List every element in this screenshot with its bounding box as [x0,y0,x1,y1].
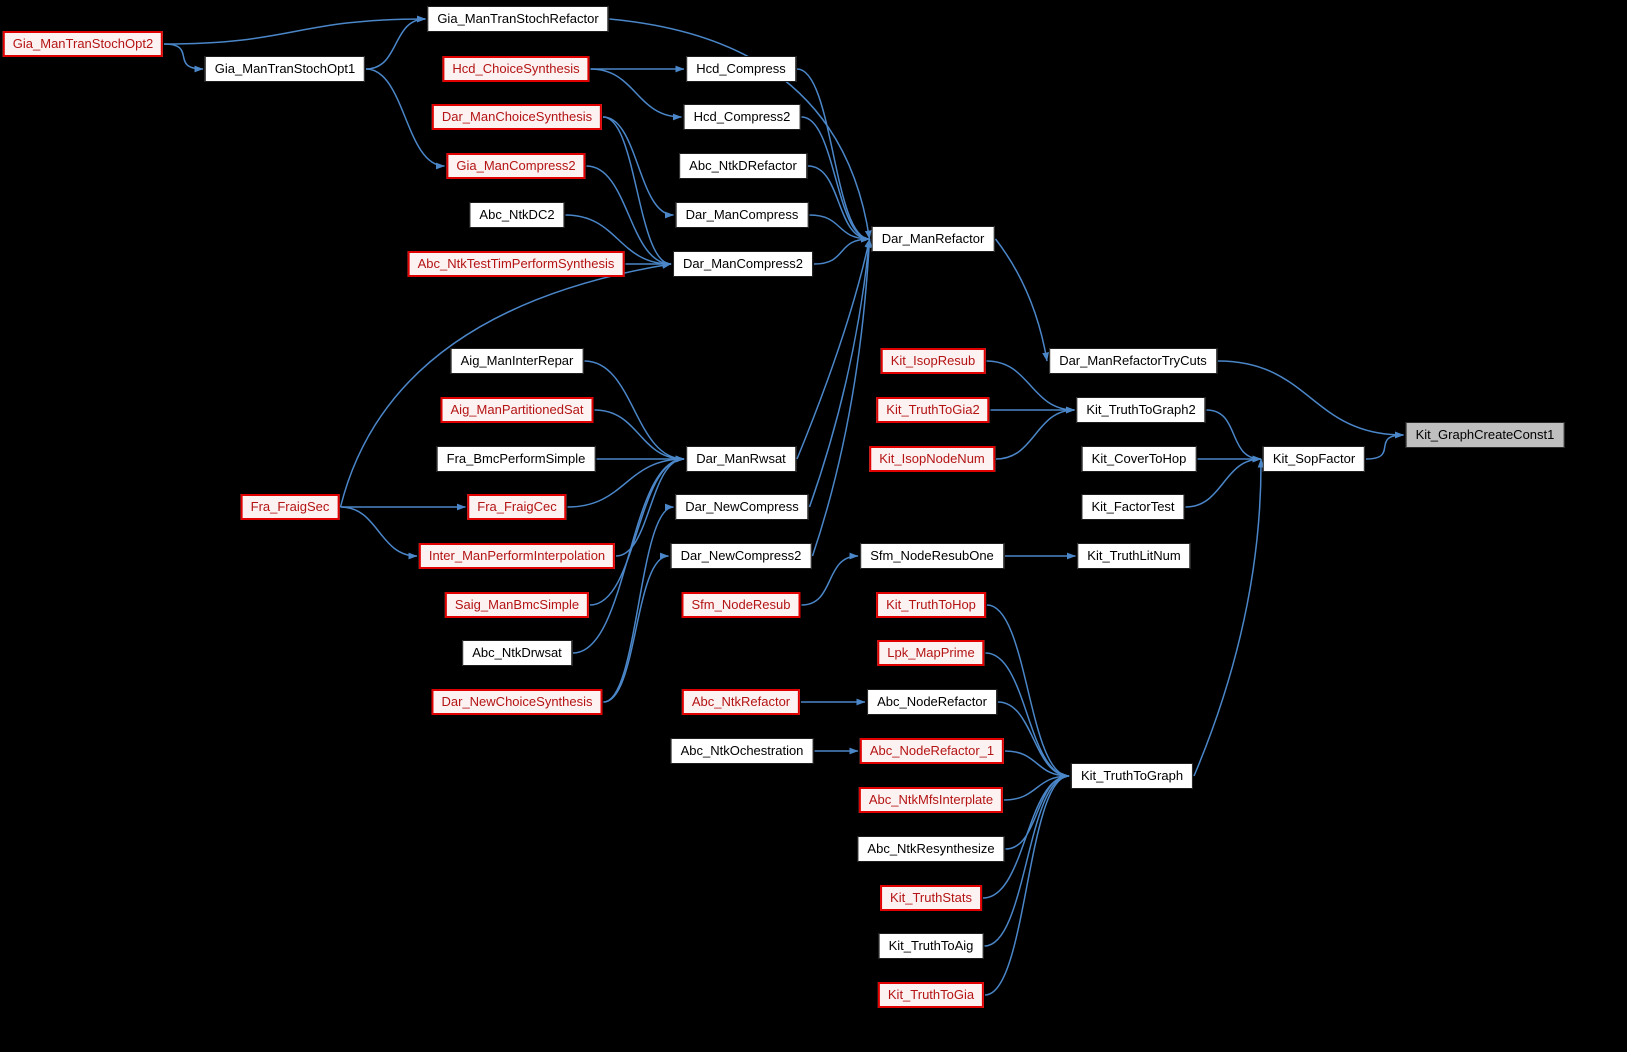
node-Gia_ManTranStochOpt1[interactable]: Gia_ManTranStochOpt1 [204,56,366,82]
node-Kit_TruthToAig[interactable]: Kit_TruthToAig [878,933,984,959]
edge-group [163,15,1404,996]
edge-Dar_ManCompress-to-Dar_ManRefactor [809,214,870,243]
edge-Kit_IsopResub-to-Kit_TruthToGraph2 [986,360,1075,414]
node-Abc_NodeRefactor_1[interactable]: Abc_NodeRefactor_1 [859,738,1005,764]
node-Kit_TruthToHop[interactable]: Kit_TruthToHop [876,592,986,618]
edge-Gia_ManCompress2-to-Dar_ManCompress2 [586,165,672,268]
node-Dar_ManRefactor[interactable]: Dar_ManRefactor [871,226,995,252]
edge-Gia_ManTranStochOpt2-to-Gia_ManTranStochOpt1 [163,43,204,73]
edge-Dar_NewChoiceSynthesis-to-Dar_NewCompress [603,503,674,703]
edge-Gia_ManTranStochRefactor-to-Dar_ManRefactor [609,18,872,240]
node-Abc_NtkTestTimPerformSynthesis[interactable]: Abc_NtkTestTimPerformSynthesis [407,251,625,277]
edge-Hcd_Compress-to-Dar_ManRefactor [796,68,870,243]
edge-Aig_ManInterRepar-to-Dar_ManRwsat [584,360,685,463]
edge-Dar_NewCompress2-to-Dar_ManRefactor [811,238,873,557]
edge-Kit_SopFactor-to-Kit_GraphCreateConst1 [1365,431,1404,460]
node-Dar_ManCompress2[interactable]: Dar_ManCompress2 [673,251,813,277]
node-Kit_IsopResub[interactable]: Kit_IsopResub [880,348,986,374]
edge-Dar_ManRefactorTryCuts-to-Kit_GraphCreateConst1 [1217,360,1404,439]
edge-Abc_NtkDrwsat-to-Dar_ManRwsat [572,455,685,654]
node-Gia_ManTranStochRefactor[interactable]: Gia_ManTranStochRefactor [427,6,609,32]
node-Abc_NtkDRefactor[interactable]: Abc_NtkDRefactor [679,153,807,179]
edge-Dar_ManChoiceSynthesis-to-Dar_ManCompress [602,116,674,219]
node-Dar_NewCompress2[interactable]: Dar_NewCompress2 [670,543,812,569]
node-Dar_NewCompress[interactable]: Dar_NewCompress [675,494,809,520]
node-Aig_ManPartitionedSat[interactable]: Aig_ManPartitionedSat [440,397,594,423]
edge-Abc_NtkMfsInterplate-to-Kit_TruthToGraph [1003,772,1070,801]
edge-Kit_TruthToGraph-to-Kit_SopFactor [1193,458,1265,777]
edge-Dar_ManChoiceSynthesis-to-Dar_ManCompress2 [602,116,672,268]
node-Lpk_MapPrime[interactable]: Lpk_MapPrime [877,640,985,666]
node-Dar_ManRwsat[interactable]: Dar_ManRwsat [686,446,796,472]
node-Abc_NtkMfsInterplate[interactable]: Abc_NtkMfsInterplate [858,787,1004,813]
node-Aig_ManInterRepar[interactable]: Aig_ManInterRepar [450,348,584,374]
node-Abc_NodeRefactor[interactable]: Abc_NodeRefactor [867,689,997,715]
node-Kit_TruthToGia[interactable]: Kit_TruthToGia [877,982,985,1008]
edge-Kit_TruthStats-to-Kit_TruthToGraph [982,772,1070,899]
node-Abc_NtkResynthesize[interactable]: Abc_NtkResynthesize [857,836,1005,862]
node-Dar_ManRefactorTryCuts[interactable]: Dar_ManRefactorTryCuts [1049,348,1217,374]
edge-Fra_FraigSec-to-Inter_ManPerformInterpolation [340,506,418,560]
edge-Kit_FactorTest-to-Kit_SopFactor [1185,455,1262,508]
node-Abc_NtkRefactor[interactable]: Abc_NtkRefactor [681,689,801,715]
node-Hcd_Compress2[interactable]: Hcd_Compress2 [683,104,801,130]
edge-Saig_ManBmcSimple-to-Dar_ManRwsat [589,455,685,606]
node-Gia_ManTranStochOpt2[interactable]: Gia_ManTranStochOpt2 [2,31,164,57]
node-Fra_FraigCec[interactable]: Fra_FraigCec [467,494,567,520]
node-Kit_FactorTest[interactable]: Kit_FactorTest [1081,494,1185,520]
node-Saig_ManBmcSimple[interactable]: Saig_ManBmcSimple [444,592,590,618]
edge-Dar_ManRwsat-to-Dar_ManRefactor [796,238,872,460]
edge-Fra_FraigCec-to-Dar_ManRwsat [567,455,685,508]
node-Kit_TruthToGraph[interactable]: Kit_TruthToGraph [1070,763,1194,789]
edge-Gia_ManTranStochOpt1-to-Gia_ManTranStochRefactor [365,15,426,70]
node-Dar_ManChoiceSynthesis[interactable]: Dar_ManChoiceSynthesis [431,104,603,130]
node-Abc_NtkDrwsat[interactable]: Abc_NtkDrwsat [462,640,572,666]
node-Kit_TruthLitNum[interactable]: Kit_TruthLitNum [1077,543,1191,569]
node-Kit_SopFactor[interactable]: Kit_SopFactor [1262,446,1366,472]
edge-Sfm_NodeResub-to-Sfm_NodeResubOne [801,552,859,606]
node-Sfm_NodeResub[interactable]: Sfm_NodeResub [681,592,801,618]
node-Dar_NewChoiceSynthesis[interactable]: Dar_NewChoiceSynthesis [431,689,603,715]
edge-Abc_NtkDC2-to-Dar_ManCompress2 [565,214,672,268]
node-Kit_IsopNodeNum[interactable]: Kit_IsopNodeNum [869,446,995,472]
edge-Fra_FraigSec-to-Dar_ManCompress2 [339,262,672,508]
edge-Kit_TruthToAig-to-Kit_TruthToGraph [984,772,1070,947]
edge-Dar_ManCompress2-to-Dar_ManRefactor [813,235,870,265]
node-Sfm_NodeResubOne[interactable]: Sfm_NodeResubOne [860,543,1004,569]
edge-Dar_NewCompress-to-Dar_ManRefactor [808,238,873,508]
node-Hcd_Compress[interactable]: Hcd_Compress [686,56,796,82]
edge-Kit_IsopNodeNum-to-Kit_TruthToGraph2 [995,406,1075,460]
node-Gia_ManCompress2[interactable]: Gia_ManCompress2 [446,153,586,179]
edge-Dar_NewChoiceSynthesis-to-Dar_NewCompress2 [603,552,669,703]
node-Kit_TruthToGia2[interactable]: Kit_TruthToGia2 [876,397,990,423]
edge-Inter_ManPerformInterpolation-to-Dar_ManRwsat [615,455,685,557]
node-Kit_CoverToHop[interactable]: Kit_CoverToHop [1081,446,1197,472]
node-Inter_ManPerformInterpolation[interactable]: Inter_ManPerformInterpolation [418,543,616,569]
edge-Kit_TruthToHop-to-Kit_TruthToGraph [986,604,1070,780]
edge-Aig_ManPartitionedSat-to-Dar_ManRwsat [594,409,685,463]
edge-Hcd_ChoiceSynthesis-to-Hcd_Compress2 [590,68,682,121]
edge-Kit_TruthToGraph2-to-Kit_SopFactor [1206,409,1262,463]
edge-Abc_NodeRefactor-to-Kit_TruthToGraph [997,701,1070,780]
edge-Gia_ManTranStochOpt2-to-Gia_ManTranStochRefactor [163,15,426,45]
node-Abc_NtkOchestration[interactable]: Abc_NtkOchestration [670,738,814,764]
node-Kit_GraphCreateConst1: Kit_GraphCreateConst1 [1405,422,1565,448]
node-Dar_ManCompress[interactable]: Dar_ManCompress [675,202,809,228]
edge-Gia_ManTranStochOpt1-to-Gia_ManCompress2 [365,68,445,170]
edge-Abc_NodeRefactor_1-to-Kit_TruthToGraph [1004,750,1070,780]
node-Hcd_ChoiceSynthesis[interactable]: Hcd_ChoiceSynthesis [442,56,590,82]
node-Kit_TruthToGraph2[interactable]: Kit_TruthToGraph2 [1076,397,1206,423]
edge-Kit_TruthToGia-to-Kit_TruthToGraph [984,772,1070,996]
node-Abc_NtkDC2[interactable]: Abc_NtkDC2 [469,202,565,228]
node-Fra_FraigSec[interactable]: Fra_FraigSec [240,494,340,520]
edge-Abc_NtkDRefactor-to-Dar_ManRefactor [807,165,870,243]
edge-Dar_ManRefactor-to-Dar_ManRefactorTryCuts [994,238,1049,362]
node-Fra_BmcPerformSimple[interactable]: Fra_BmcPerformSimple [436,446,596,472]
edge-Hcd_Compress2-to-Dar_ManRefactor [801,116,870,243]
node-Kit_TruthStats[interactable]: Kit_TruthStats [880,885,982,911]
